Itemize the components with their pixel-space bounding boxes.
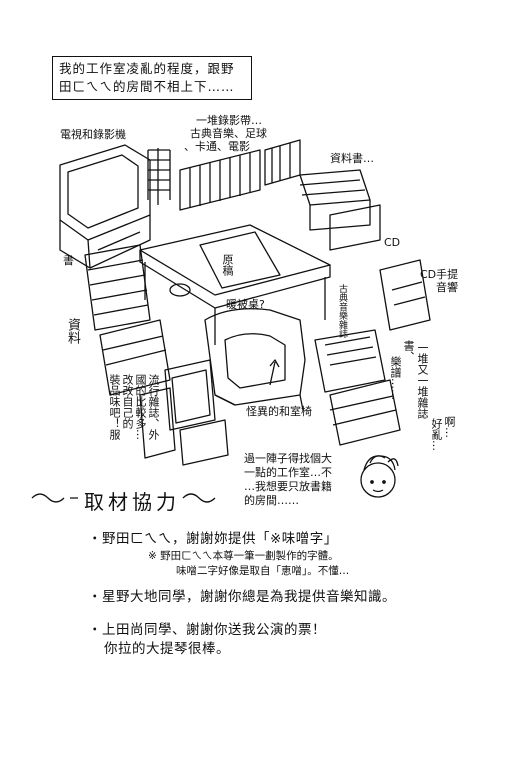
- credits-title: 取材協力: [84, 490, 180, 514]
- tapes-label-1: 一堆錄影帶…: [196, 114, 262, 127]
- frames-drawing: [139, 359, 229, 466]
- manuscript-label: 原稿: [221, 254, 234, 276]
- mess-label-2: 啊…: [443, 416, 456, 438]
- header-caption-box: 我的工作室凌亂的程度，跟野 田ㄈㄟㄟ的房間不相上下……: [52, 56, 252, 100]
- credit-item-3-cont: 你拉的大提琴很棒。: [104, 641, 230, 657]
- tv-drawing: [59, 144, 151, 269]
- self-portrait-doodle: [360, 455, 399, 498]
- chair-drawing: [204, 308, 306, 411]
- title-swirl-right: [182, 493, 216, 503]
- left-note-3: 改改自己的: [121, 374, 134, 429]
- left-books-drawing: [84, 244, 171, 396]
- kotatsu-drawing: [139, 224, 331, 345]
- cd-stereo-label-1: CD手提: [420, 268, 459, 281]
- credit-item-3: ・上田尚同學、謝謝你送我公演的票！: [88, 622, 326, 638]
- kotatsu-label: 暖被桌?: [226, 298, 265, 311]
- left-note-4: 裝品味吧！服: [108, 374, 121, 440]
- left-note-2: 國的比較多…: [134, 374, 147, 440]
- studio-note-1: 過一陣子得找個大: [244, 452, 332, 465]
- data-label: 資料: [65, 318, 80, 344]
- magazine-piles-drawing: [314, 259, 431, 446]
- reference-books-drawing: [299, 169, 381, 251]
- books-label: 書: [63, 254, 74, 267]
- title-swirl-left: [31, 493, 78, 503]
- header-caption-line-2: 田ㄈㄟㄟ的房間不相上下……: [59, 79, 235, 94]
- cd-stereo-label-2: 音響: [436, 281, 458, 294]
- studio-note-2: 一點的工作室…不: [244, 466, 332, 479]
- magazines-label-1: 書、: [402, 340, 415, 362]
- chair-arrow: [269, 361, 276, 386]
- credit-item-2: ・星野大地同學，謝謝你總是為我提供音樂知識。: [88, 589, 396, 605]
- left-note-1: 流行雜誌、外: [147, 374, 160, 440]
- tv-label: 電視和錄影機: [60, 128, 126, 141]
- credit-item-1: ・野田ㄈㄟㄟ，謝謝妳提供「※味噌字」: [88, 531, 338, 547]
- cd-label: CD: [384, 236, 401, 249]
- tapes-label-3: 、卡通、電影: [184, 140, 250, 153]
- studio-note-3: …我想要只放書籍: [244, 480, 332, 493]
- tape-stacks-drawing: [147, 139, 301, 211]
- classical-magazine-label: 古典音樂雜誌: [337, 284, 347, 338]
- magazines-label-3: 一堆又一堆雜誌: [416, 342, 429, 419]
- reference-books-label: 資料書…: [330, 152, 374, 165]
- credit-item-1-note-2: 味噌二字好像是取自「恵噌」。不懂…: [176, 565, 350, 577]
- mess-label-1: 好亂…: [430, 418, 443, 451]
- tapes-label-2: 古典音樂、足球: [190, 127, 267, 140]
- header-caption-line-1: 我的工作室凌亂的程度，跟野: [59, 61, 235, 76]
- credit-item-1-note-1: ※ 野田ㄈㄟㄟ本尊一筆一劃製作的字體。: [148, 550, 339, 562]
- magazines-label-2: 樂譜……: [389, 356, 402, 400]
- studio-note-4: 的房間……: [244, 494, 299, 507]
- chair-label: 怪異的和室椅: [246, 405, 312, 418]
